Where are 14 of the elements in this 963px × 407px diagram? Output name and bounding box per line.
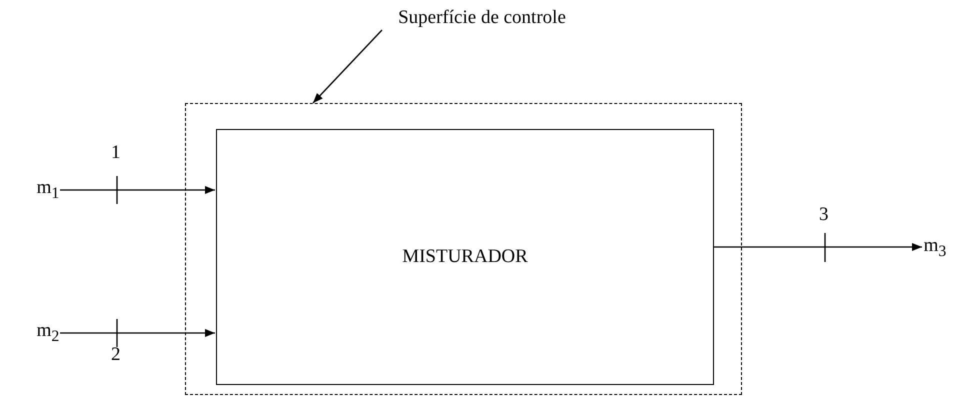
- flow-arrow: [60, 186, 215, 194]
- control-surface-box: [185, 103, 742, 395]
- leader-line: [312, 30, 382, 104]
- flow-arrow: [60, 329, 215, 337]
- station-number: 2: [111, 345, 120, 364]
- station-number: 3: [819, 205, 828, 224]
- flow-label: m$_{3}$: [922, 236, 948, 260]
- box-title: MISTURADOR: [402, 246, 528, 268]
- mixer-box: [216, 129, 714, 385]
- flow-label: m$_{1}$: [36, 178, 60, 202]
- flow-arrow: [713, 243, 922, 251]
- flow-label: m$_{2}$: [36, 321, 60, 345]
- callout-text: Superfície de controle: [382, 6, 582, 30]
- station-number: 1: [111, 143, 120, 162]
